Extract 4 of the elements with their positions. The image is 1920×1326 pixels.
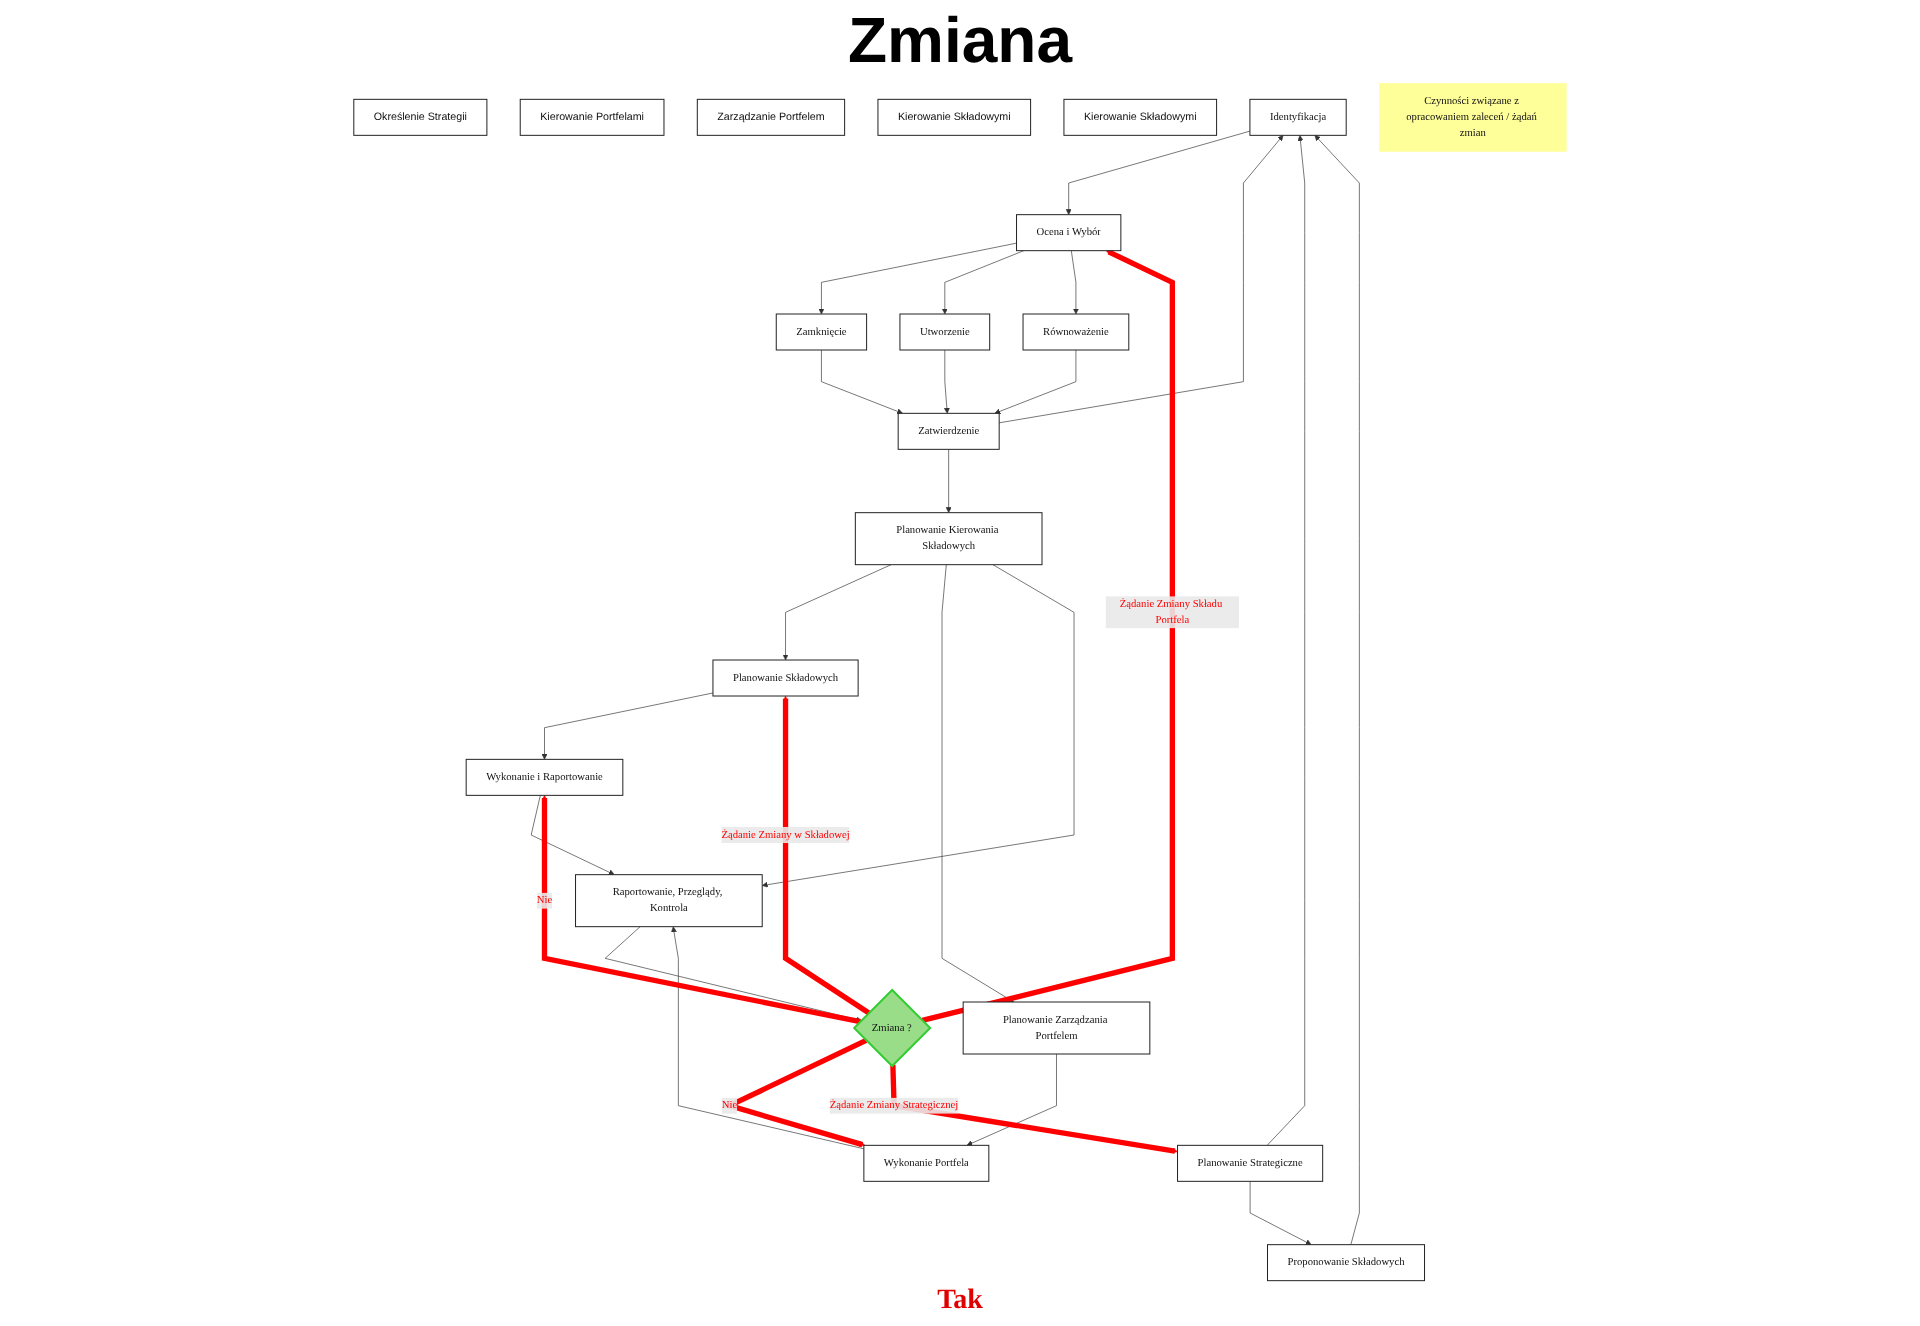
arrow xyxy=(782,695,871,1016)
arrow xyxy=(722,1037,868,1148)
diagram-title: Zmiana xyxy=(847,4,1073,78)
note-label: Tak xyxy=(937,1286,983,1316)
